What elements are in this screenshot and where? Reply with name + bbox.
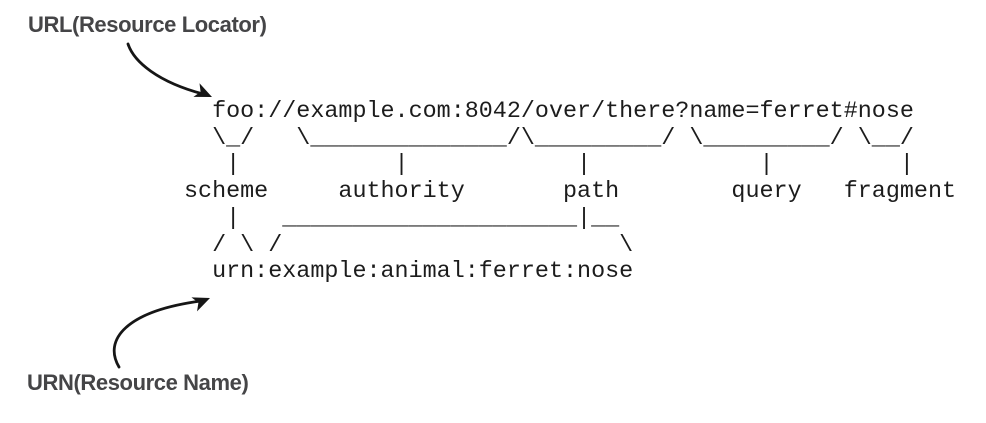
uri-ascii-diagram: foo://example.com:8042/over/there?name=f… — [184, 99, 957, 286]
urn-label: URN(Resource Name) — [27, 370, 249, 395]
urn-arrow-icon — [112, 297, 210, 369]
url-arrow-icon — [126, 42, 212, 97]
url-label: URL(Resource Locator) — [28, 12, 267, 37]
